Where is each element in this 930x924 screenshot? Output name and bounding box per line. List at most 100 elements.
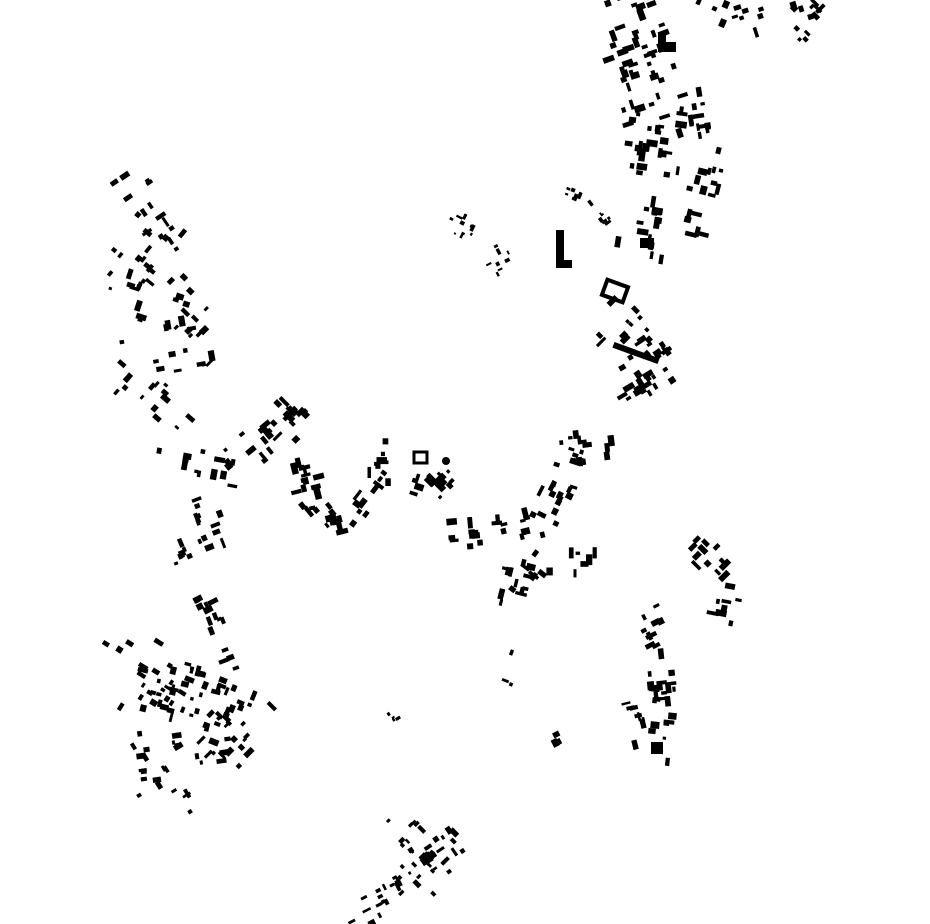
- building: [144, 244, 153, 254]
- building: [622, 43, 635, 53]
- building: [697, 167, 709, 177]
- building: [265, 446, 274, 455]
- building: [597, 216, 604, 224]
- building: [216, 616, 223, 622]
- building: [672, 686, 676, 692]
- building: [459, 220, 466, 226]
- building: [290, 488, 302, 496]
- building: [287, 405, 299, 416]
- building: [375, 901, 383, 908]
- building: [159, 703, 170, 712]
- building: [581, 458, 587, 466]
- building: [177, 315, 186, 327]
- building: [551, 480, 557, 488]
- building: [468, 529, 476, 535]
- building: [182, 347, 188, 354]
- building: [552, 730, 561, 739]
- building: [632, 30, 640, 41]
- building: [687, 114, 694, 127]
- building: [194, 665, 202, 677]
- building: [620, 106, 627, 114]
- building: [566, 186, 571, 191]
- building: [691, 102, 698, 111]
- building: [704, 122, 712, 129]
- building-footprints: [101, 0, 826, 924]
- building: [710, 180, 718, 187]
- building: [741, 7, 749, 15]
- building: [180, 307, 191, 318]
- building: [187, 808, 193, 815]
- building: [210, 521, 221, 529]
- building: [196, 470, 202, 478]
- building: [714, 183, 722, 196]
- building: [213, 456, 226, 464]
- building: [137, 666, 149, 674]
- building: [721, 598, 732, 605]
- building: [752, 26, 760, 38]
- building: [197, 538, 203, 545]
- building: [196, 735, 206, 745]
- building: [140, 682, 146, 689]
- building: [668, 669, 676, 677]
- building: [172, 741, 184, 752]
- building: [521, 506, 530, 519]
- building: [674, 120, 688, 129]
- building: [139, 255, 147, 263]
- building: [715, 598, 721, 605]
- building: [687, 542, 698, 552]
- building: [113, 388, 120, 396]
- building: [670, 681, 677, 686]
- building: [171, 740, 176, 745]
- building: [137, 693, 145, 701]
- building: [642, 369, 654, 380]
- building: [116, 702, 125, 712]
- building: [627, 353, 634, 361]
- building: [356, 497, 368, 509]
- building: [793, 25, 801, 32]
- long-building: [612, 341, 660, 365]
- building: [652, 348, 663, 358]
- building: [667, 375, 677, 385]
- building: [653, 691, 659, 701]
- building: [139, 208, 148, 218]
- building: [455, 214, 464, 220]
- building: [272, 431, 283, 442]
- building: [327, 512, 338, 523]
- building: [298, 501, 307, 511]
- building: [106, 270, 114, 277]
- building: [200, 534, 208, 542]
- building: [166, 707, 175, 714]
- building: [691, 210, 703, 218]
- building: [327, 508, 337, 518]
- building: [703, 559, 712, 568]
- building: [376, 475, 384, 483]
- building: [237, 743, 246, 752]
- building: [161, 233, 170, 243]
- building: [194, 752, 200, 760]
- building: [651, 206, 659, 216]
- building: [645, 139, 659, 148]
- building: [122, 193, 134, 203]
- building: [652, 684, 663, 692]
- building: [182, 452, 190, 463]
- courtyard-building: [599, 277, 631, 305]
- building: [757, 6, 765, 13]
- building: [223, 461, 234, 471]
- building: [706, 167, 712, 176]
- building: [809, 3, 815, 10]
- building: [160, 687, 166, 693]
- building: [367, 466, 372, 478]
- building: [449, 216, 454, 222]
- building: [651, 641, 661, 650]
- building: [412, 879, 422, 889]
- building: [641, 44, 649, 50]
- building: [621, 701, 631, 706]
- building: [282, 415, 289, 422]
- building: [631, 739, 639, 751]
- building: [514, 590, 528, 597]
- building: [500, 521, 508, 527]
- building: [125, 268, 134, 280]
- building: [654, 124, 662, 133]
- building: [648, 727, 656, 735]
